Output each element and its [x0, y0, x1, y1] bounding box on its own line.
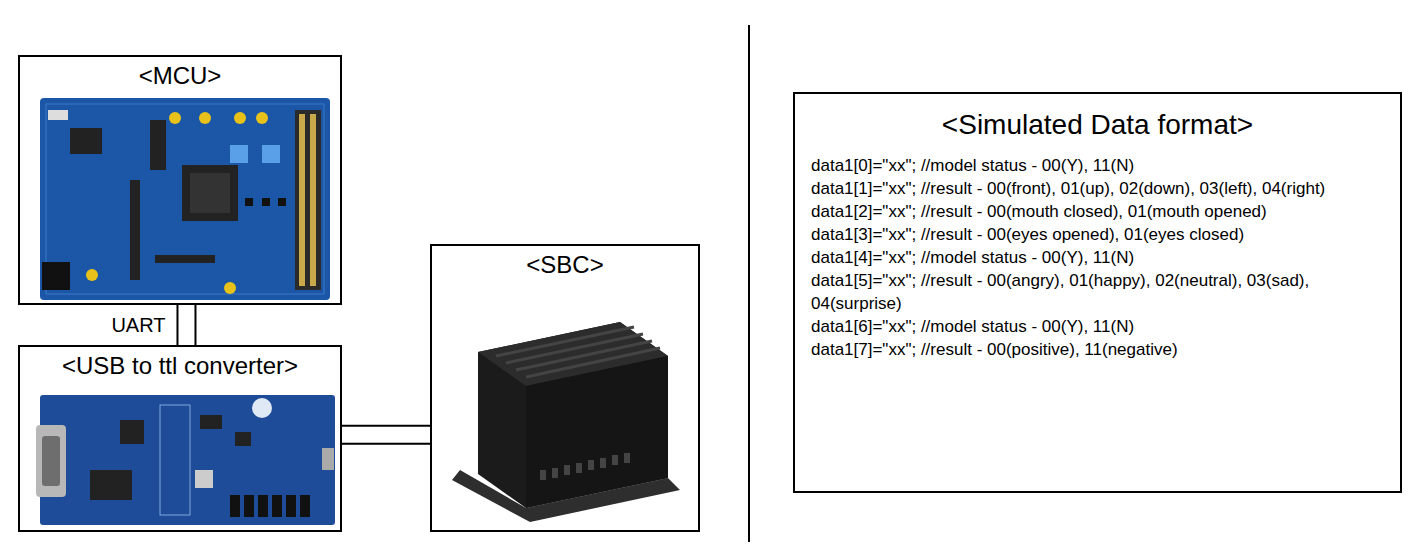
data-format-line: data1[0]="xx"; //model status - 00(Y), 1…: [795, 154, 1400, 177]
box-heading: <SBC>: [432, 250, 698, 280]
sbc-box: <SBC>: [430, 244, 700, 532]
box-heading: <USB to ttl converter>: [20, 351, 340, 381]
double-wire-connector: [177, 305, 195, 345]
data-format-line: data1[5]="xx"; //result - 00(angry), 01(…: [795, 269, 1400, 315]
data-format-line: data1[7]="xx"; //result - 00(positive), …: [795, 338, 1400, 361]
wire-line: [177, 305, 195, 345]
divider-line: [748, 25, 750, 542]
box-heading: <MCU>: [20, 61, 340, 91]
wire-line: [342, 426, 430, 444]
mcu-board-picture: [40, 98, 330, 300]
box-heading: <Simulated Data format>: [795, 108, 1400, 142]
sbc-device-picture: [452, 322, 680, 522]
connection-label: UART: [109, 313, 167, 337]
converter-box: <USB to ttl converter>: [18, 345, 342, 532]
data-format-line: data1[3]="xx"; //result - 00(eyes opened…: [795, 223, 1400, 246]
data-format-line: data1[1]="xx"; //result - 00(front), 01(…: [795, 177, 1400, 200]
data-format-line: data1[4]="xx"; //model status - 00(Y), 1…: [795, 246, 1400, 269]
data-format-line: data1[6]="xx"; //model status - 00(Y), 1…: [795, 315, 1400, 338]
converter-board-picture: [36, 395, 335, 525]
data-format-box: <Simulated Data format> data1[0]="xx"; //…: [793, 92, 1402, 493]
data-format-line: data1[2]="xx"; //result - 00(mouth close…: [795, 200, 1400, 223]
double-wire-connector: [342, 426, 430, 444]
mcu-box: <MCU>: [18, 55, 342, 305]
